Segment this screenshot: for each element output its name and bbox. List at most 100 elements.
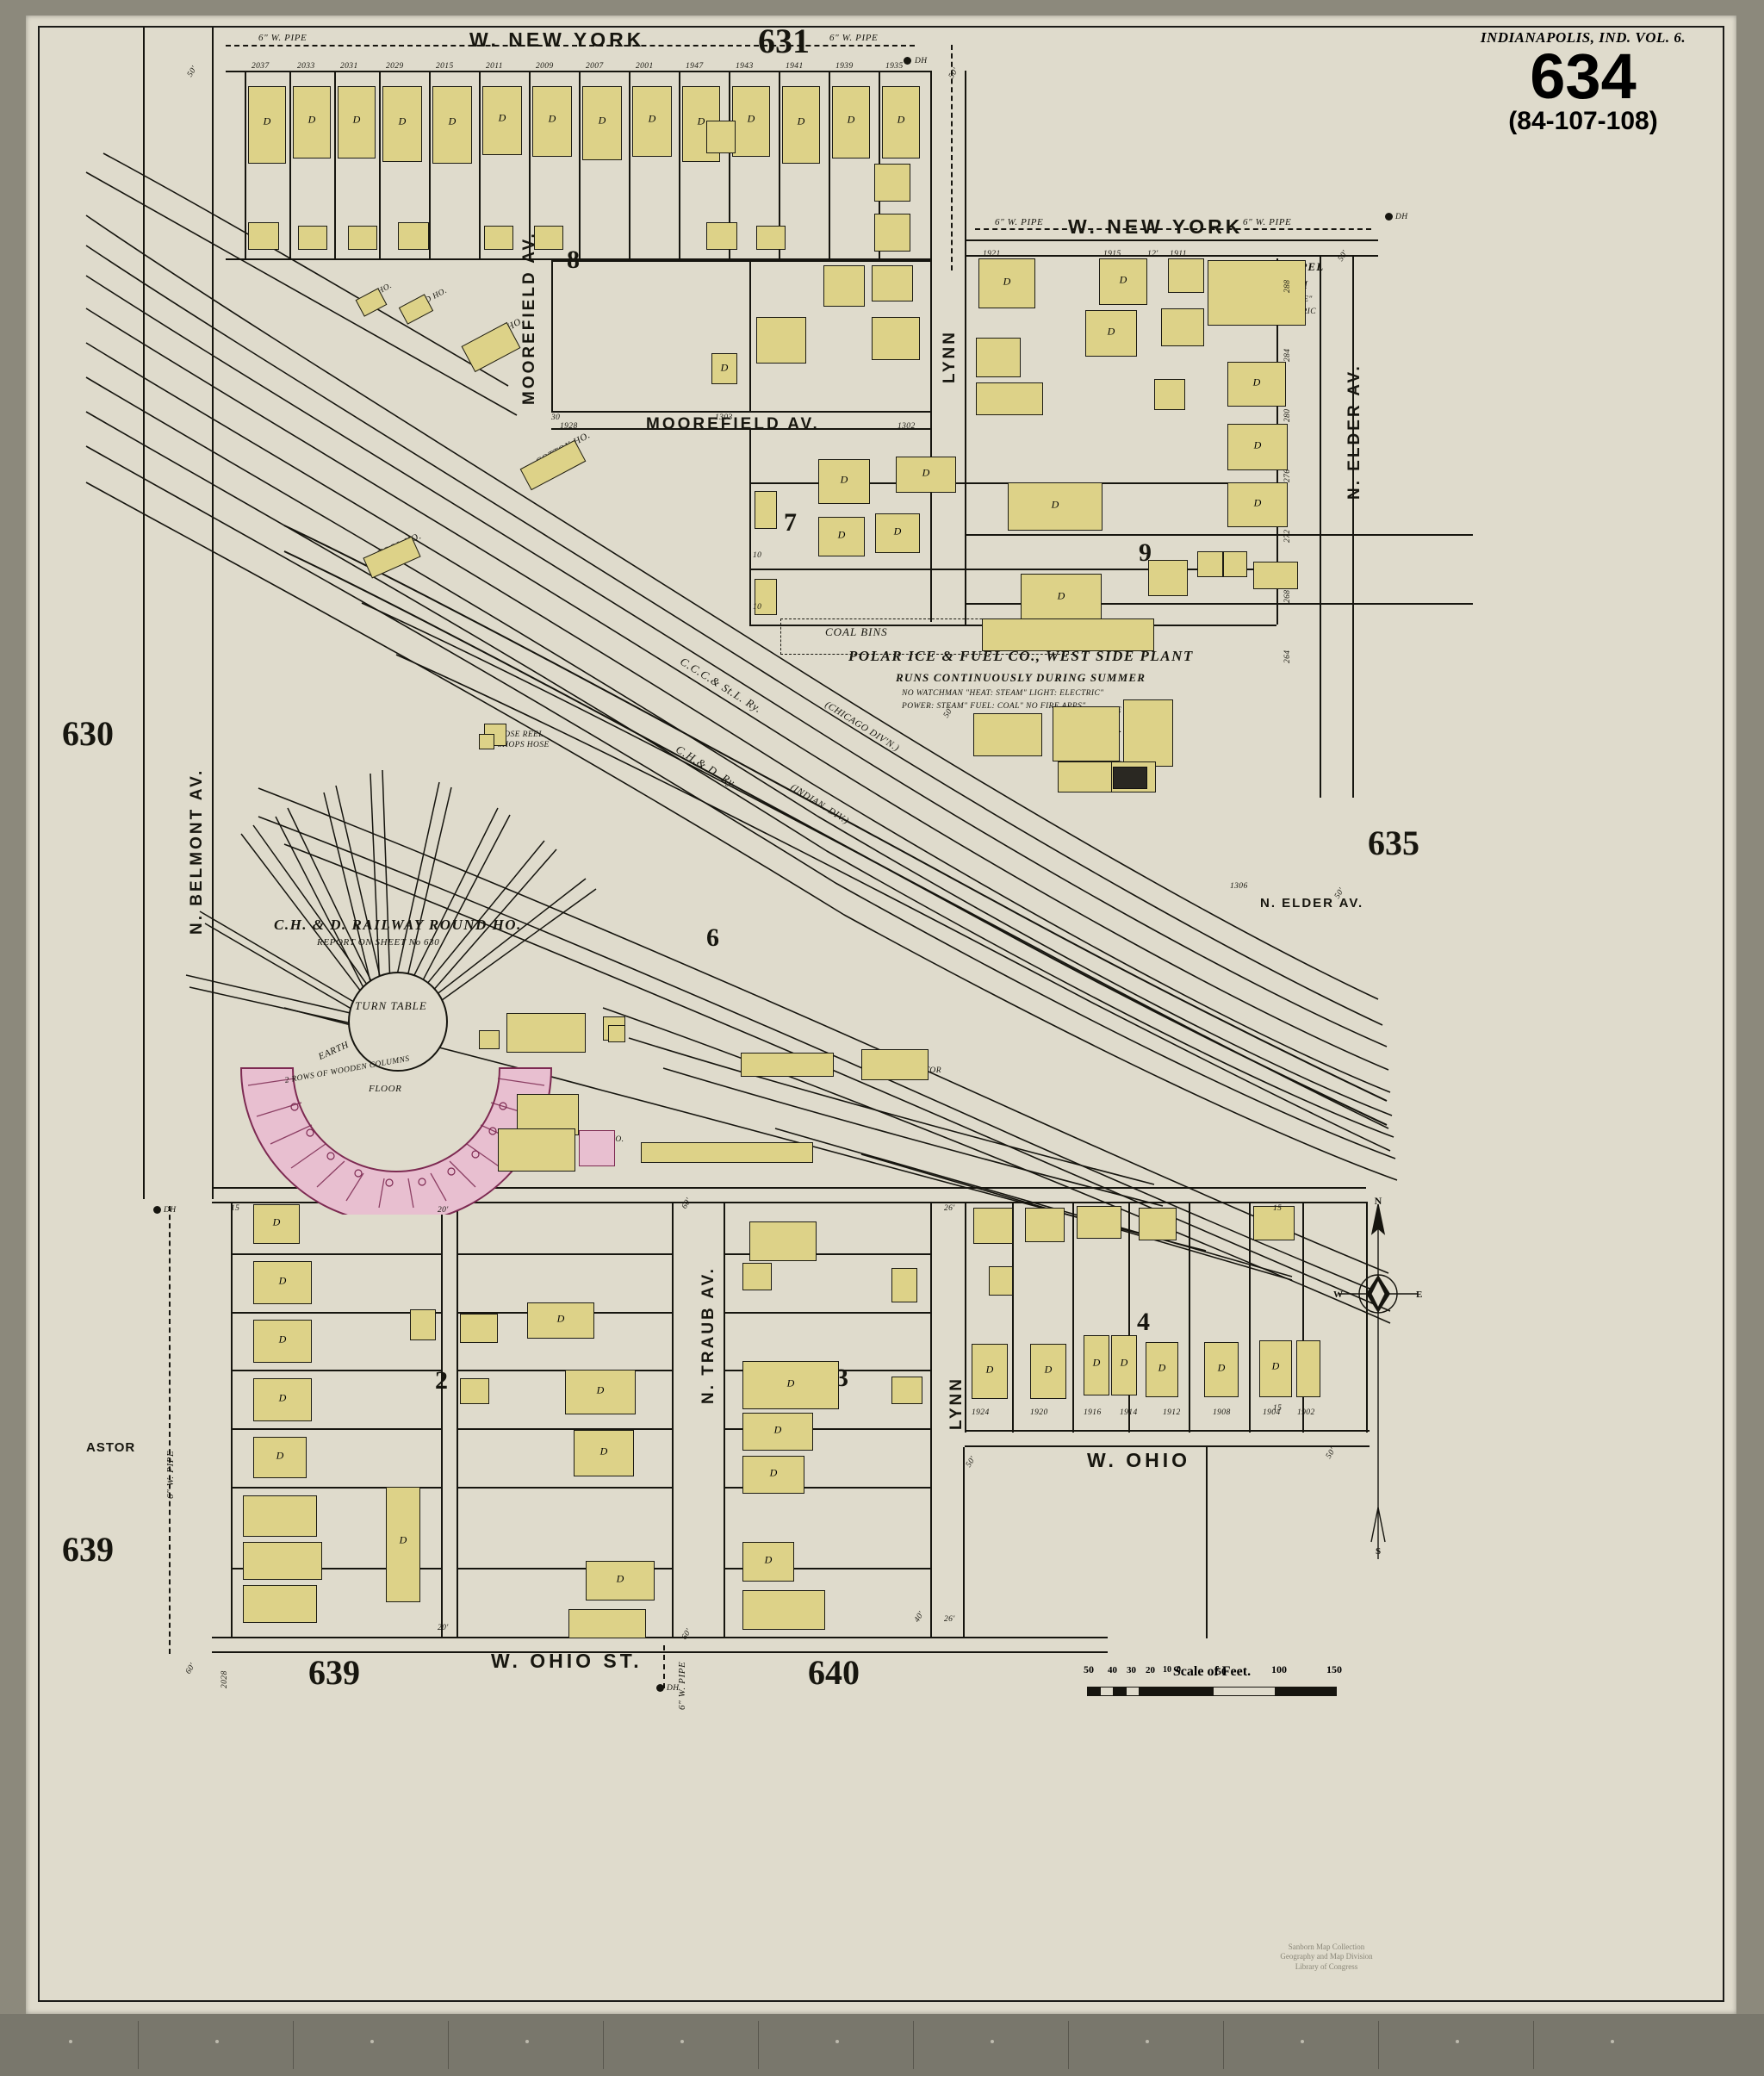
- adjacent-sheet-639-left: 639: [62, 1530, 114, 1569]
- map-neatline-border: [38, 26, 1724, 2002]
- water-pipe-belmont-vertical: [169, 1206, 171, 1654]
- house-number-1943: 1943: [736, 62, 754, 71]
- building-label-d: D: [1003, 275, 1011, 288]
- building-label-d: D: [278, 1391, 287, 1404]
- building-b7-12: D: [1008, 482, 1102, 531]
- building-label-d: D: [448, 115, 457, 127]
- street-label-w-ohio-leeds: W. OHIO ST.: [491, 1650, 643, 1672]
- lot-depth-280: 280: [1283, 408, 1292, 422]
- building-t2: [742, 1263, 772, 1290]
- hydrant-label-1: DH: [915, 57, 928, 65]
- building-label-d: D: [498, 111, 506, 124]
- b4-lot-6: [1302, 1202, 1304, 1433]
- building-sand-house: [741, 1053, 834, 1077]
- annotation-hose-reel: HOSE REEL: [498, 730, 543, 739]
- building-1902: [1296, 1340, 1320, 1397]
- building-shed-s2: [298, 226, 327, 250]
- building-shed-s6: [534, 226, 563, 250]
- building-m6: [568, 1609, 646, 1638]
- dimension-15-c: 15: [1273, 1404, 1283, 1413]
- building-m5: D: [586, 1561, 655, 1601]
- building-l5: D: [253, 1437, 307, 1478]
- scale-tick-50b: 50: [1216, 1665, 1227, 1677]
- building-1914: D: [1111, 1335, 1137, 1395]
- building-label-d: D: [548, 112, 556, 125]
- building-b7-9: D: [875, 513, 920, 553]
- building-1935: D: [882, 86, 920, 158]
- building-e10: [1197, 551, 1223, 577]
- w-ohio-south-edge: [212, 1637, 1108, 1638]
- block-number-6: 6: [706, 923, 719, 952]
- block9-west-edge: [965, 255, 966, 625]
- annotation-polar-ice-runs: RUNS CONTINUOUSLY DURING SUMMER: [896, 671, 1146, 684]
- building-2011: D: [482, 86, 522, 155]
- building-b4-5: [1253, 1206, 1295, 1240]
- building-e8: D: [1227, 482, 1288, 527]
- block8-north-edge: [551, 260, 930, 262]
- adjacent-sheet-640: 640: [808, 1653, 860, 1692]
- house-number-2029: 2029: [386, 62, 404, 71]
- building-2033: D: [293, 86, 331, 158]
- dimension-26-a: 26': [944, 1204, 955, 1213]
- n-elder-east-edge: [1352, 255, 1354, 798]
- annotation-coal-bins: COAL BINS: [825, 625, 888, 638]
- title-sheet-number: 634: [1530, 40, 1637, 112]
- building-label-d: D: [596, 1383, 605, 1396]
- block2-west-edge: [231, 1202, 233, 1637]
- building-1920: D: [1030, 1344, 1066, 1399]
- street-label-lynn-north: LYNN: [941, 330, 959, 383]
- building-e3: D: [1085, 310, 1137, 357]
- b4-lot-3: [1128, 1202, 1130, 1433]
- building-b7-8: D: [818, 517, 865, 556]
- building-label-d: D: [599, 1445, 608, 1458]
- lot-div-c4: [724, 1428, 930, 1430]
- building-label-d: D: [837, 528, 846, 541]
- building-l9: [410, 1309, 436, 1340]
- elder-south-edge: [1206, 1447, 1208, 1638]
- building-label-d: D: [1271, 1359, 1280, 1372]
- building-1912: D: [1146, 1342, 1178, 1397]
- block2-alley-edge: [457, 1202, 458, 1637]
- building-label-d: D: [1252, 376, 1261, 388]
- house-number-1911: 1911: [1170, 250, 1187, 258]
- building-b7-11: [755, 579, 777, 615]
- building-2037: D: [248, 86, 286, 164]
- building-label-d: D: [1107, 325, 1115, 338]
- lot-div-b3: [457, 1370, 672, 1371]
- building-label-d: D: [398, 115, 407, 127]
- building-label-d: D: [893, 525, 902, 538]
- building-1916: D: [1084, 1335, 1109, 1395]
- building-1904: D: [1259, 1340, 1292, 1397]
- house-number-2007: 2007: [586, 62, 604, 71]
- house-number-2009: 2009: [536, 62, 554, 71]
- hydrant-label-3: DH: [164, 1206, 177, 1215]
- title-block: INDIANAPOLIS, IND. VOL. 6. 634 (84-107-1…: [1454, 29, 1712, 136]
- building-t7: [742, 1590, 825, 1630]
- block8-east-edge: [749, 260, 751, 411]
- traub-east-edge: [724, 1202, 725, 1637]
- lot-div-b4: [457, 1428, 672, 1430]
- building-1908: D: [1204, 1342, 1239, 1397]
- lot-depth-272: 272: [1283, 529, 1292, 543]
- building-e7: [1154, 379, 1185, 410]
- n-elder-west-edge: [1320, 255, 1321, 798]
- building-b7-10: [755, 491, 777, 529]
- turntable-circle: [348, 972, 448, 1072]
- building-label-d: D: [922, 466, 930, 479]
- building-1911: [1168, 258, 1204, 293]
- building-lynn-w1: [891, 1268, 917, 1302]
- roundhouse-building-fan: [239, 1067, 553, 1215]
- pipe-label-1: 6" W. PIPE: [258, 33, 307, 43]
- annotation-polar-ice-title: POLAR ICE & FUEL CO., WEST SIDE PLANT: [848, 648, 1194, 664]
- annotation-shops-hose: SHOPS HOSE: [498, 741, 550, 749]
- lot-div-a5: [231, 1487, 441, 1489]
- building-label-d: D: [1044, 1363, 1053, 1376]
- building-label-d: D: [1119, 273, 1127, 286]
- building-t6: D: [742, 1542, 794, 1582]
- moorefield-north-edge: [551, 411, 930, 413]
- building-coal-shed: [982, 618, 1154, 651]
- building-l7: [243, 1585, 317, 1623]
- building-t1: [749, 1221, 817, 1261]
- compass-west-label: W: [1333, 1290, 1343, 1300]
- lot-div-a4: [231, 1428, 441, 1430]
